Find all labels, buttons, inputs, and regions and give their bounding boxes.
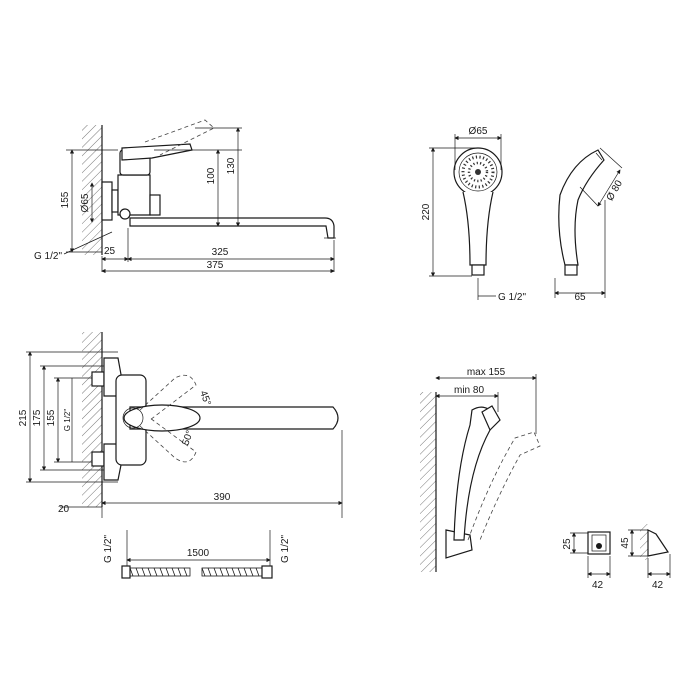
pv-thread: G 1/2" bbox=[63, 409, 72, 432]
hs-thread: G 1/2" bbox=[498, 292, 526, 303]
thread-label: G 1/2" bbox=[34, 251, 62, 262]
holder-w42a: 42 bbox=[592, 580, 604, 591]
holder-min: min 80 bbox=[454, 385, 484, 396]
pv-dim-390: 390 bbox=[214, 492, 231, 503]
angle-45: 45° bbox=[197, 389, 213, 407]
hose-length: 1500 bbox=[187, 548, 210, 559]
faucet-side-view: 155 Ø65 100 130 G 1/2" 25 325 375 bbox=[34, 119, 336, 274]
holder-h45: 45 bbox=[620, 537, 631, 549]
holder-max: max 155 bbox=[467, 367, 506, 378]
dim-130: 130 bbox=[226, 157, 237, 174]
holder-detail-views: 25 42 45 42 bbox=[562, 524, 671, 591]
hose-thread-left: G 1/2" bbox=[103, 535, 114, 563]
hs-dim-220: 220 bbox=[421, 203, 432, 220]
pv-dim-175: 175 bbox=[32, 409, 43, 426]
holder-h25: 25 bbox=[562, 538, 573, 550]
hose-thread-right: G 1/2" bbox=[280, 535, 291, 563]
hand-shower-views: Ø65 220 G 1/2" Ø 80 65 bbox=[421, 126, 625, 303]
faucet-plan-view: 45° 50° 215 175 155 G 1/2" 20 390 bbox=[18, 332, 343, 518]
hs-dim-d65: Ø65 bbox=[469, 126, 488, 137]
dim-375: 375 bbox=[207, 260, 224, 271]
wall-hatch-2 bbox=[82, 332, 102, 507]
dim-25: 25 bbox=[104, 246, 116, 257]
holder-angle-view: max 155 min 80 bbox=[420, 367, 541, 572]
angle-50: 50° bbox=[180, 429, 196, 447]
dim-d65: Ø65 bbox=[80, 193, 91, 212]
dim-100: 100 bbox=[206, 167, 217, 184]
wall-hatch-3 bbox=[420, 392, 436, 572]
shower-hose: G 1/2" G 1/2" 1500 bbox=[103, 530, 291, 579]
hs-dim-65: 65 bbox=[574, 292, 586, 303]
dim-155: 155 bbox=[60, 191, 71, 208]
hs-dim-d80: Ø 80 bbox=[605, 178, 626, 203]
pv-dim-20: 20 bbox=[58, 504, 70, 515]
pv-dim-215: 215 bbox=[18, 409, 29, 426]
holder-w42b: 42 bbox=[652, 580, 664, 591]
dim-325: 325 bbox=[212, 247, 229, 258]
pv-dim-155: 155 bbox=[46, 409, 57, 426]
